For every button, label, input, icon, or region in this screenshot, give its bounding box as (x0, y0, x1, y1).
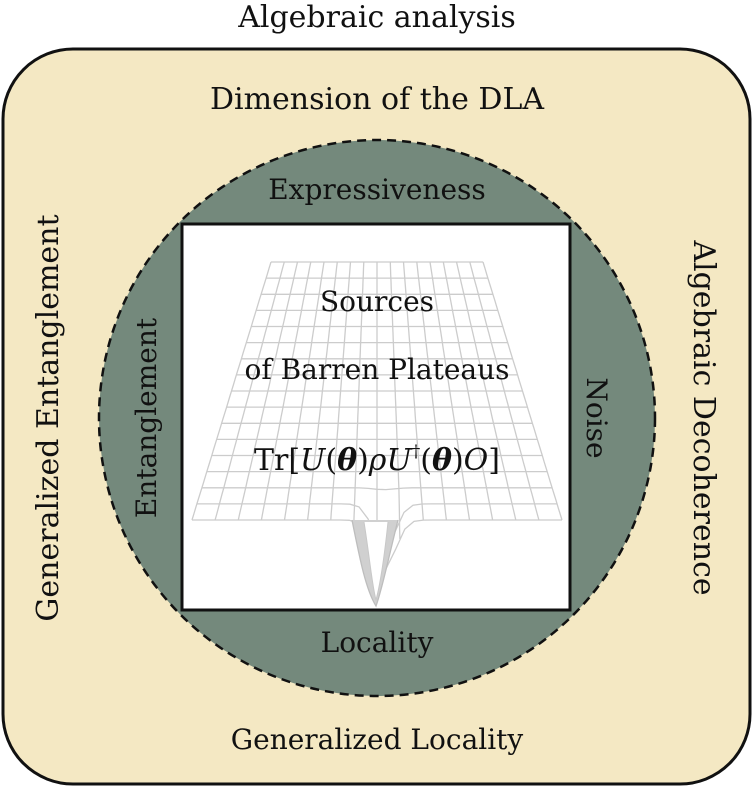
circle-bottom-label: Locality (320, 626, 434, 659)
center-line-2: of Barren Plateaus (244, 353, 510, 386)
grid-line-col (306, 261, 338, 521)
grid-line-col (389, 261, 401, 540)
outer-left-label: Generalized Entanglement (31, 214, 66, 622)
outer-bottom-label: Generalized Locality (230, 723, 524, 756)
grid-line-col (260, 261, 312, 521)
circle-left-label: Entanglement (130, 317, 163, 519)
grid-line-col (482, 261, 563, 521)
grid-line-col (442, 261, 494, 521)
circle-top-label: Expressiveness (268, 173, 486, 206)
grid-line-col (330, 261, 352, 521)
grid-line-col (237, 261, 299, 521)
outer-title: Algebraic analysis (238, 0, 516, 35)
outer-right-label: Algebraic Decoherence (686, 240, 721, 596)
grid-line-col (191, 261, 272, 521)
cost-function-formula: Tr[U(θ)ρU†(θ)O] (253, 442, 501, 478)
grid-line-col (353, 261, 365, 522)
center-line-1: Sources (319, 285, 435, 318)
grid-line-col (283, 261, 325, 521)
loss-landscape-grid (191, 261, 563, 608)
grid-line-col (416, 261, 448, 521)
outer-top-label: Dimension of the DLA (209, 82, 545, 117)
grid-line-col (214, 261, 285, 521)
grid-line-col (455, 261, 517, 521)
grid-line-col (429, 261, 471, 521)
grid-line-col (402, 261, 424, 521)
barren-valley-highlight (363, 521, 389, 602)
grid-line-col (469, 261, 540, 521)
circle-right-label: Noise (580, 377, 613, 459)
